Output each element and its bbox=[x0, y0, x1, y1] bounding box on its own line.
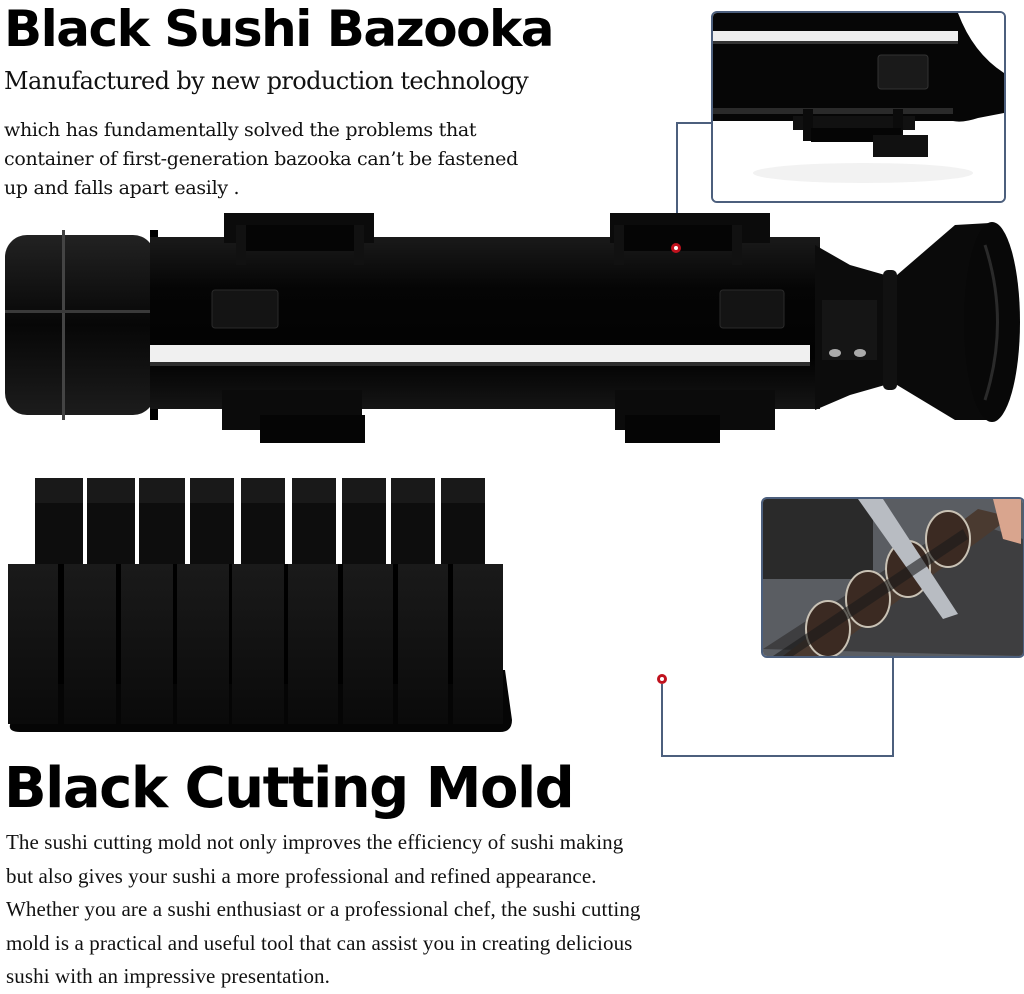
mold-desc-line: Whether you are a sushi enthusiast or a … bbox=[6, 897, 641, 921]
mold-slicing-callout bbox=[761, 497, 1024, 658]
mold-desc-line: but also gives your sushi a more profess… bbox=[6, 863, 597, 888]
bazooka-desc-line: which has fundamentally solved the probl… bbox=[4, 119, 477, 141]
bazooka-desc-line: up and falls apart easily . bbox=[4, 177, 240, 199]
callout-connector bbox=[892, 652, 894, 757]
callout-connector bbox=[661, 684, 663, 756]
mold-desc-line: The sushi cutting mold not only improves… bbox=[6, 830, 624, 854]
sushi-slicing-image bbox=[763, 499, 1023, 656]
mold-description: The sushi cutting mold not only improves… bbox=[6, 826, 1021, 994]
bazooka-title: Black Sushi Bazooka bbox=[4, 0, 554, 58]
bazooka-subtitle: Manufactured by new production technolog… bbox=[4, 67, 529, 95]
bazooka-product-image bbox=[5, 213, 1020, 443]
clip-closeup-image bbox=[713, 13, 1004, 201]
mold-title: Black Cutting Mold bbox=[4, 756, 575, 821]
callout-connector bbox=[661, 755, 893, 757]
bazooka-clip-callout bbox=[711, 11, 1006, 203]
callout-connector bbox=[676, 122, 713, 124]
bazooka-description: which has fundamentally solved the probl… bbox=[4, 116, 684, 203]
clip-marker-dot bbox=[671, 243, 681, 253]
mold-desc-line: mold is a practical and useful tool that… bbox=[6, 930, 633, 955]
cutting-mold-product-image bbox=[8, 478, 512, 732]
mold-marker-dot bbox=[657, 674, 667, 684]
callout-connector bbox=[676, 122, 678, 248]
mold-desc-line: sushi with an impressive presentation. bbox=[6, 964, 330, 988]
bazooka-desc-line: container of first-generation bazooka ca… bbox=[4, 148, 518, 170]
